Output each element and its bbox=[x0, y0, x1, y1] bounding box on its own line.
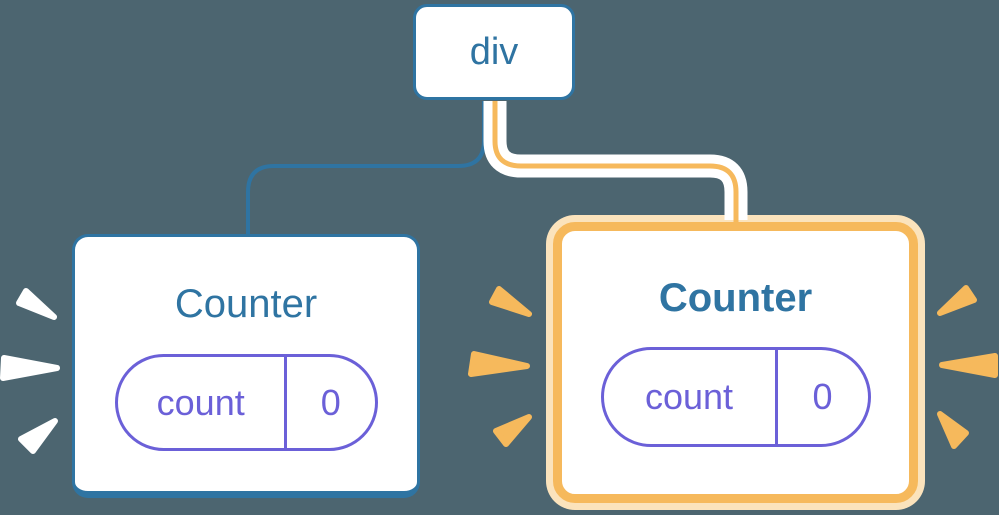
burst-right-of-second-counter bbox=[937, 285, 998, 449]
burst-ray-icon bbox=[0, 355, 60, 381]
burst-left-of-first-counter bbox=[0, 288, 60, 454]
burst-ray-icon bbox=[18, 418, 58, 454]
counter-card-right-title: Counter bbox=[658, 276, 813, 320]
burst-ray-icon bbox=[937, 285, 977, 316]
burst-ray-icon bbox=[16, 288, 57, 320]
state-pill-left-value: 0 bbox=[320, 381, 341, 423]
burst-ray-icon bbox=[939, 353, 998, 378]
state-pill-right: count 0 bbox=[600, 347, 871, 447]
state-pill-right-key: count bbox=[604, 350, 778, 444]
edge-div-to-left-counter bbox=[246, 101, 486, 235]
counter-card-left: Counter count 0 bbox=[72, 234, 420, 498]
edge-div-to-right-counter-casing bbox=[483, 101, 748, 220]
tree-node-div: div bbox=[413, 4, 575, 100]
state-pill-left-key: count bbox=[118, 357, 287, 448]
burst-ray-icon bbox=[489, 286, 532, 317]
burst-ray-icon bbox=[468, 351, 530, 377]
counter-card-right-highlighted: Counter count 0 bbox=[553, 222, 918, 503]
burst-ray-icon bbox=[493, 414, 532, 447]
state-pill-left: count 0 bbox=[114, 354, 378, 451]
counter-card-left-title: Counter bbox=[174, 282, 318, 326]
state-pill-right-value: 0 bbox=[812, 376, 833, 417]
burst-left-of-second-counter bbox=[468, 286, 532, 447]
burst-ray-icon bbox=[937, 411, 969, 449]
edge-div-to-right-counter bbox=[492, 101, 739, 231]
tree-node-div-label: div bbox=[469, 30, 519, 73]
